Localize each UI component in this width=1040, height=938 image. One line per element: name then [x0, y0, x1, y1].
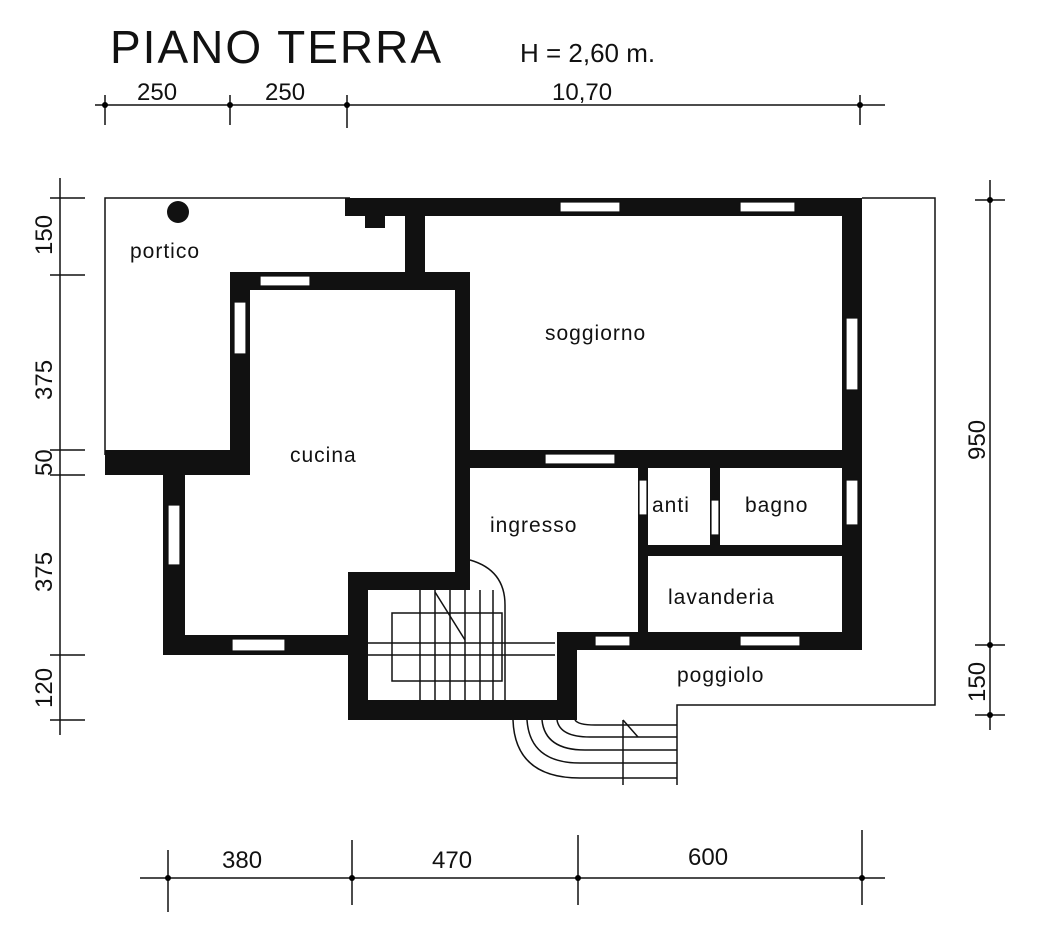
top-dimension-line: 250 250 10,70 [95, 79, 885, 128]
left-dimension-line: 150 375 50 375 120 [31, 178, 85, 735]
dim-bottom-3: 600 [688, 844, 728, 871]
dim-left-2: 375 [31, 360, 58, 400]
dim-top-3: 10,70 [552, 79, 612, 106]
dim-bottom-1: 380 [222, 847, 262, 874]
room-label-lavanderia: lavanderia [668, 586, 775, 609]
windows [167, 201, 859, 652]
thin-outlines [104, 197, 936, 785]
dim-right-2: 150 [964, 662, 991, 702]
right-dimension-line: 950 150 [964, 180, 1005, 730]
room-label-anti: anti [652, 494, 690, 517]
internal-staircase [368, 559, 555, 700]
room-label-ingresso: ingresso [490, 514, 577, 537]
room-label-poggiolo: poggiolo [677, 664, 764, 687]
plan-title: PIANO TERRA [110, 21, 443, 73]
ceiling-height-note: H = 2,60 m. [520, 38, 655, 68]
dim-right-1: 950 [964, 420, 991, 460]
pillar [167, 201, 189, 223]
dim-top-2: 250 [265, 79, 305, 106]
dim-bottom-2: 470 [432, 847, 472, 874]
dim-left-4: 375 [31, 552, 58, 592]
room-label-soggiorno: soggiorno [545, 322, 646, 345]
room-label-portico: portico [130, 240, 200, 263]
external-staircase [512, 719, 677, 785]
room-label-cucina: cucina [290, 444, 357, 467]
dim-left-5: 120 [31, 668, 58, 708]
dim-left-3: 50 [31, 449, 58, 476]
bottom-dimension-line: 380 470 600 [140, 830, 885, 912]
dim-left-1: 150 [31, 215, 58, 255]
room-label-bagno: bagno [745, 494, 808, 517]
dim-top-1: 250 [137, 79, 177, 106]
